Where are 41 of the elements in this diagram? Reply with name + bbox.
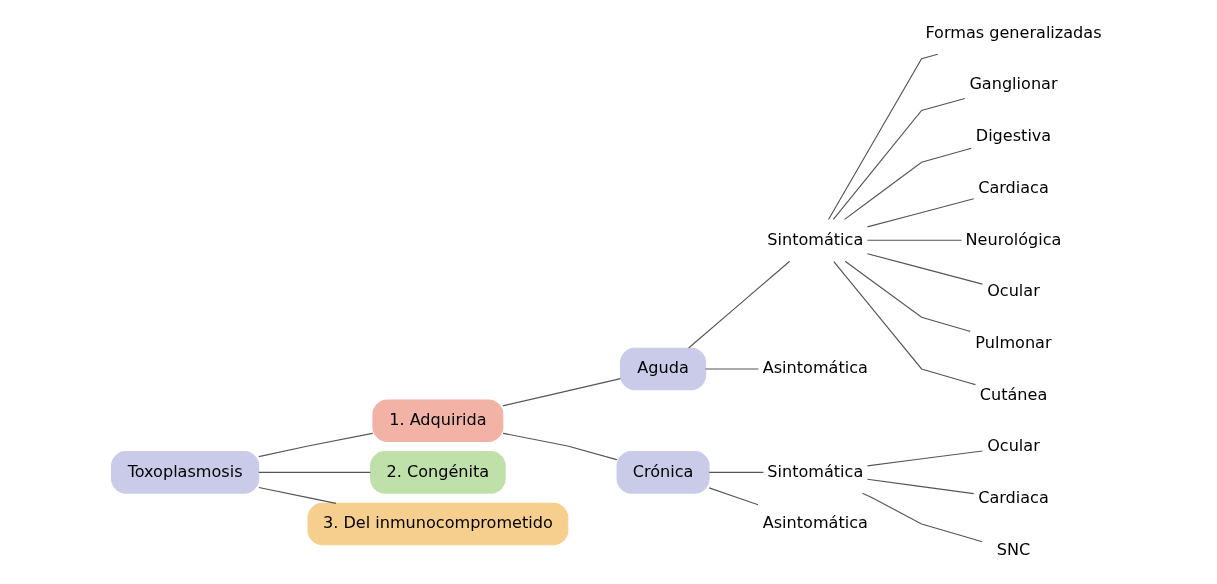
connector [502,432,618,461]
connector [827,53,939,221]
connector [502,378,622,407]
connector [708,471,764,473]
node-box: 3. Del inmunocomprometido [307,502,569,546]
node-text: Sintomática [767,461,864,481]
connector [866,198,975,228]
connector [832,97,966,220]
node-text: Cardiaca [978,177,1049,197]
connector [866,253,983,285]
connector [844,260,971,332]
connector [866,478,975,495]
connector [258,471,372,473]
node-box: Toxoplasmosis [111,451,260,494]
connector [833,260,976,386]
connector [844,147,972,220]
node-box: Crónica [616,451,710,494]
node-text: Ocular [987,436,1040,456]
node-text: Neurológica [965,229,1062,249]
connector [688,260,791,349]
node-text: Asintomática [762,513,868,533]
node-box: 1. Adquirida [372,399,504,442]
node-box: 2. Congénita [370,451,506,494]
node-text: Pulmonar [975,332,1052,352]
node-text: Ocular [987,281,1040,301]
node-box: Aguda [620,347,707,391]
node-text: SNC [996,539,1031,559]
node-text: Cutánea [979,384,1048,404]
connector [708,487,759,506]
node-text: Sintomática [767,229,864,249]
connector [866,239,963,241]
connector [866,450,983,467]
connector [861,492,983,543]
connector [258,432,374,458]
node-text: Cardiaca [978,488,1049,508]
node-text: Digestiva [975,126,1052,146]
node-text: Formas generalizadas [925,22,1102,42]
node-text: Ganglionar [969,74,1058,94]
node-text: Asintomática [762,358,868,378]
connector [705,368,759,370]
connector [258,486,337,504]
